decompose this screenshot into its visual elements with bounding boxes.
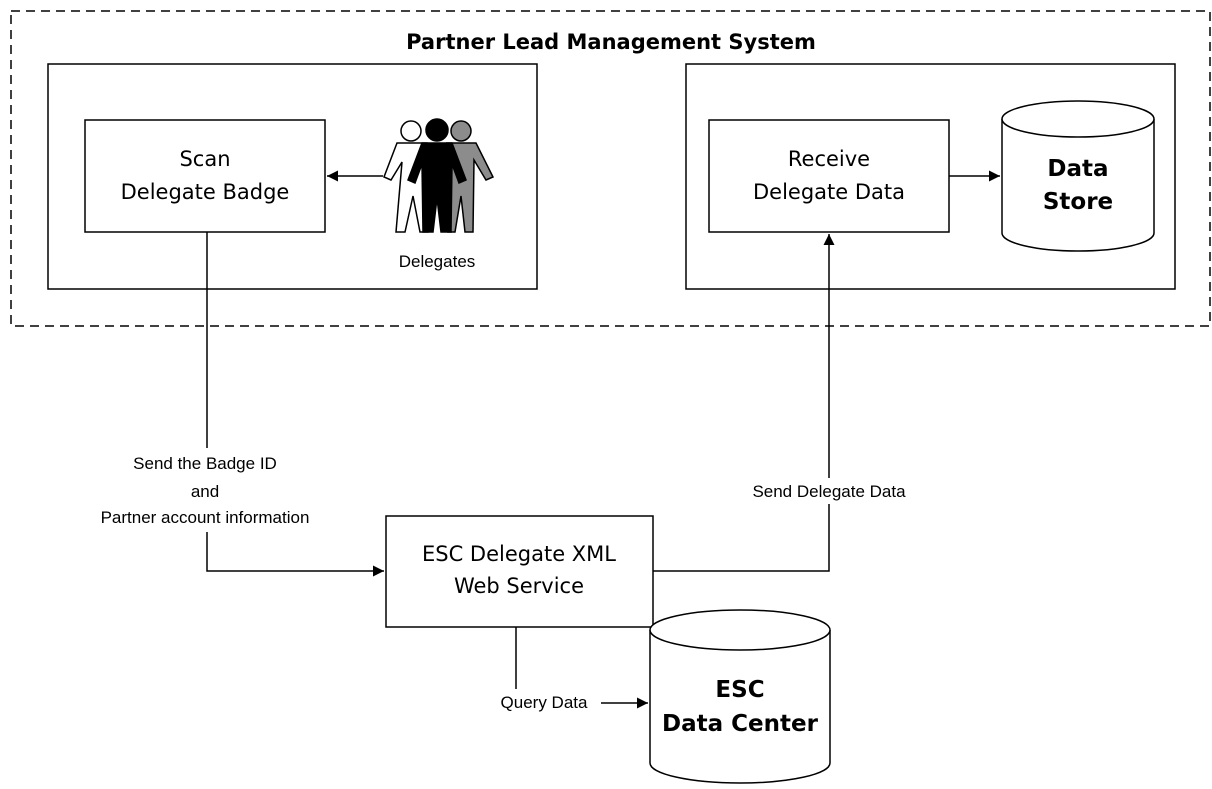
receive-data-box xyxy=(708,119,950,233)
send-badge-label-line3: Partner account information xyxy=(101,508,310,527)
scan-badge-line1: Scan xyxy=(179,147,230,171)
system-title: Partner Lead Management System xyxy=(406,30,816,54)
data-center-line1: ESC xyxy=(715,677,764,703)
send-delegate-data-label: Send Delegate Data xyxy=(752,482,906,501)
system-boundary xyxy=(10,10,1211,327)
send-badge-label-line1: Send the Badge ID xyxy=(133,454,277,473)
delegates-people-icon xyxy=(383,118,495,233)
send-delegate-data-label-bg xyxy=(728,478,932,504)
send-badge-label-bg xyxy=(70,448,340,532)
receive-data-line2: Delegate Data xyxy=(753,180,905,204)
send-badge-label-line2: and xyxy=(191,482,219,501)
web-service-line2: Web Service xyxy=(454,574,584,598)
data-store-cylinder xyxy=(1001,100,1155,252)
query-data-label: Query Data xyxy=(501,693,588,712)
data-store-line2: Store xyxy=(1043,189,1113,215)
web-service-line1: ESC Delegate XML xyxy=(422,542,616,566)
data-center-line2: Data Center xyxy=(662,711,819,737)
receive-data-line1: Receive xyxy=(788,147,870,171)
delegate-figure-black xyxy=(407,118,467,233)
arrow-scan-to-service xyxy=(206,232,384,577)
delegates-label: Delegates xyxy=(399,252,476,271)
scan-badge-box xyxy=(84,119,326,233)
arrow-service-to-receive xyxy=(653,234,835,572)
data-center-cylinder xyxy=(649,609,831,784)
query-data-label-bg xyxy=(487,689,601,715)
data-store-line1: Data xyxy=(1047,156,1108,182)
web-service-box xyxy=(385,515,654,628)
scan-badge-line2: Delegate Badge xyxy=(121,180,290,204)
